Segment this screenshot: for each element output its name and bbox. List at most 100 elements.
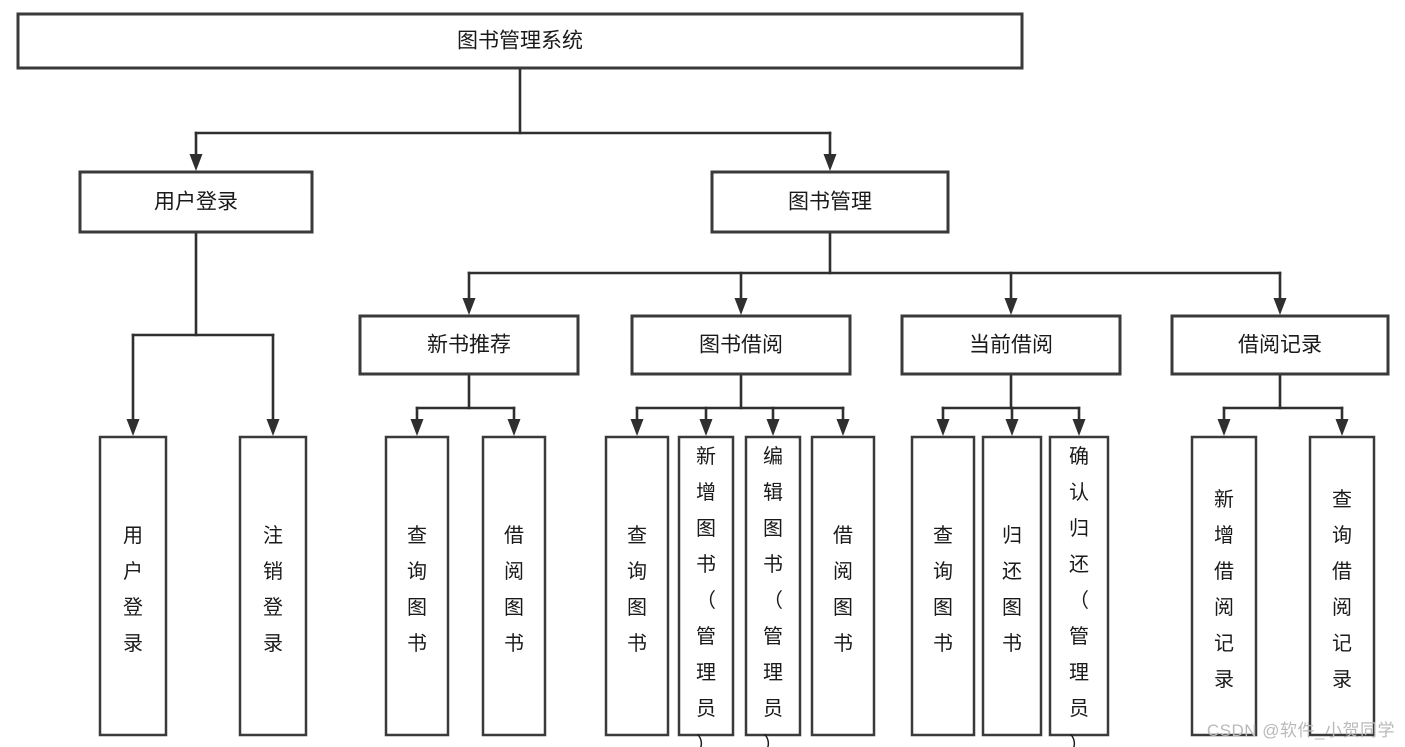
node-label: 图书借阅 [699,334,783,357]
node-label-char: 询 [933,560,953,583]
node-label-char: 录 [123,633,143,655]
arrow-head-icon [189,154,203,171]
node-box [16,12,1024,70]
node-box [710,170,950,234]
node-book-manage[interactable]: 图书管理 [710,170,950,234]
arrow-head-icon [936,419,950,436]
arrow-head-icon [823,154,837,171]
node-box [981,435,1043,737]
node-current-borrow[interactable]: 当前借阅 [900,314,1122,376]
node-label: 图书管理系统 [457,30,583,53]
node-label-char: 书 [1002,632,1022,655]
node-label-char: 阅 [833,560,853,583]
node-box [744,435,802,737]
arrow-head-icon [462,298,476,315]
node-label-char: （ [696,589,716,612]
node-box [630,314,852,376]
node-label-char: 书 [504,632,524,655]
node-label-char: 户 [123,560,143,583]
node-label-char: 登 [123,596,143,619]
node-label-char: 书 [933,632,953,655]
node-label-char: 询 [627,560,647,583]
node-label-char: 员 [696,698,716,720]
node-box [358,314,580,376]
node-label-char: 图 [696,518,716,540]
node-box [1308,435,1376,737]
node-label-char: （ [763,589,783,612]
node-new-book-rec[interactable]: 新书推荐 [358,314,580,376]
node-box [900,314,1122,376]
node-layer: 图书管理系统用户登录图书管理新书推荐图书借阅当前借阅借阅记录用户登录注销登录查询… [16,12,1390,747]
arrow-head-icon [1217,419,1231,436]
arrow-head-icon [836,419,850,436]
arrow-head-icon [1005,419,1019,436]
node-label-char: 用 [123,525,143,547]
arrow-head-icon [766,419,780,436]
node-label-char: 辑 [763,481,783,504]
csdn-watermark: CSDN @软件_小贺同学 [1206,721,1395,740]
node-label-char: 书 [696,553,716,576]
node-label-char: 书 [763,553,783,576]
node-label-char: ） [763,733,783,747]
node-label-char: 记 [1332,632,1352,655]
arrow-head-icon [507,419,521,436]
node-label-char: 登 [263,596,283,619]
node-box [1170,314,1390,376]
arrow-head-icon [699,419,713,436]
node-label-char: 图 [627,597,647,619]
node-label: 当前借阅 [969,334,1053,357]
node-label-char: 理 [1069,662,1089,684]
node-label-char: 图 [1002,597,1022,619]
node-borrow-record[interactable]: 借阅记录 [1170,314,1390,376]
node-label-char: 新 [1214,488,1234,511]
connector-layer [126,66,1349,436]
node-label-char: ） [696,733,716,747]
arrow-head-icon [1273,298,1287,315]
node-box [604,435,670,737]
node-label-char: 编 [763,445,783,468]
node-label-char: 增 [696,481,716,504]
node-label-char: 借 [1214,560,1234,583]
node-box [238,435,308,737]
arrow-head-icon [1072,419,1086,436]
node-label-char: 录 [1214,669,1234,691]
node-label-char: 认 [1069,481,1089,504]
node-root[interactable]: 图书管理系统 [16,12,1024,70]
node-label-char: 录 [263,633,283,655]
arrow-head-icon [734,298,748,315]
node-user-login[interactable]: 用户登录 [78,170,314,234]
node-label-char: ） [1069,733,1089,747]
node-label-char: 还 [1002,560,1022,583]
node-label-char: 注 [263,524,283,547]
node-book-borrow[interactable]: 图书借阅 [630,314,852,376]
arrow-head-icon [126,419,140,436]
node-label-char: 阅 [1332,596,1352,619]
node-label-char: 还 [1069,553,1089,576]
node-leaf-user-login[interactable]: 用户登录 [98,435,168,737]
node-label-char: 图 [407,597,427,619]
node-box [481,435,547,737]
node-label-char: 阅 [1214,596,1234,619]
node-label-char: 确 [1069,445,1089,468]
node-label-char: 录 [1332,669,1352,691]
node-box [98,435,168,737]
node-label-char: 理 [696,662,716,684]
node-label-char: 查 [1332,488,1352,511]
arrow-head-icon [410,419,424,436]
node-label-char: 借 [1332,560,1352,583]
node-box [810,435,876,737]
node-label-char: 书 [627,632,647,655]
